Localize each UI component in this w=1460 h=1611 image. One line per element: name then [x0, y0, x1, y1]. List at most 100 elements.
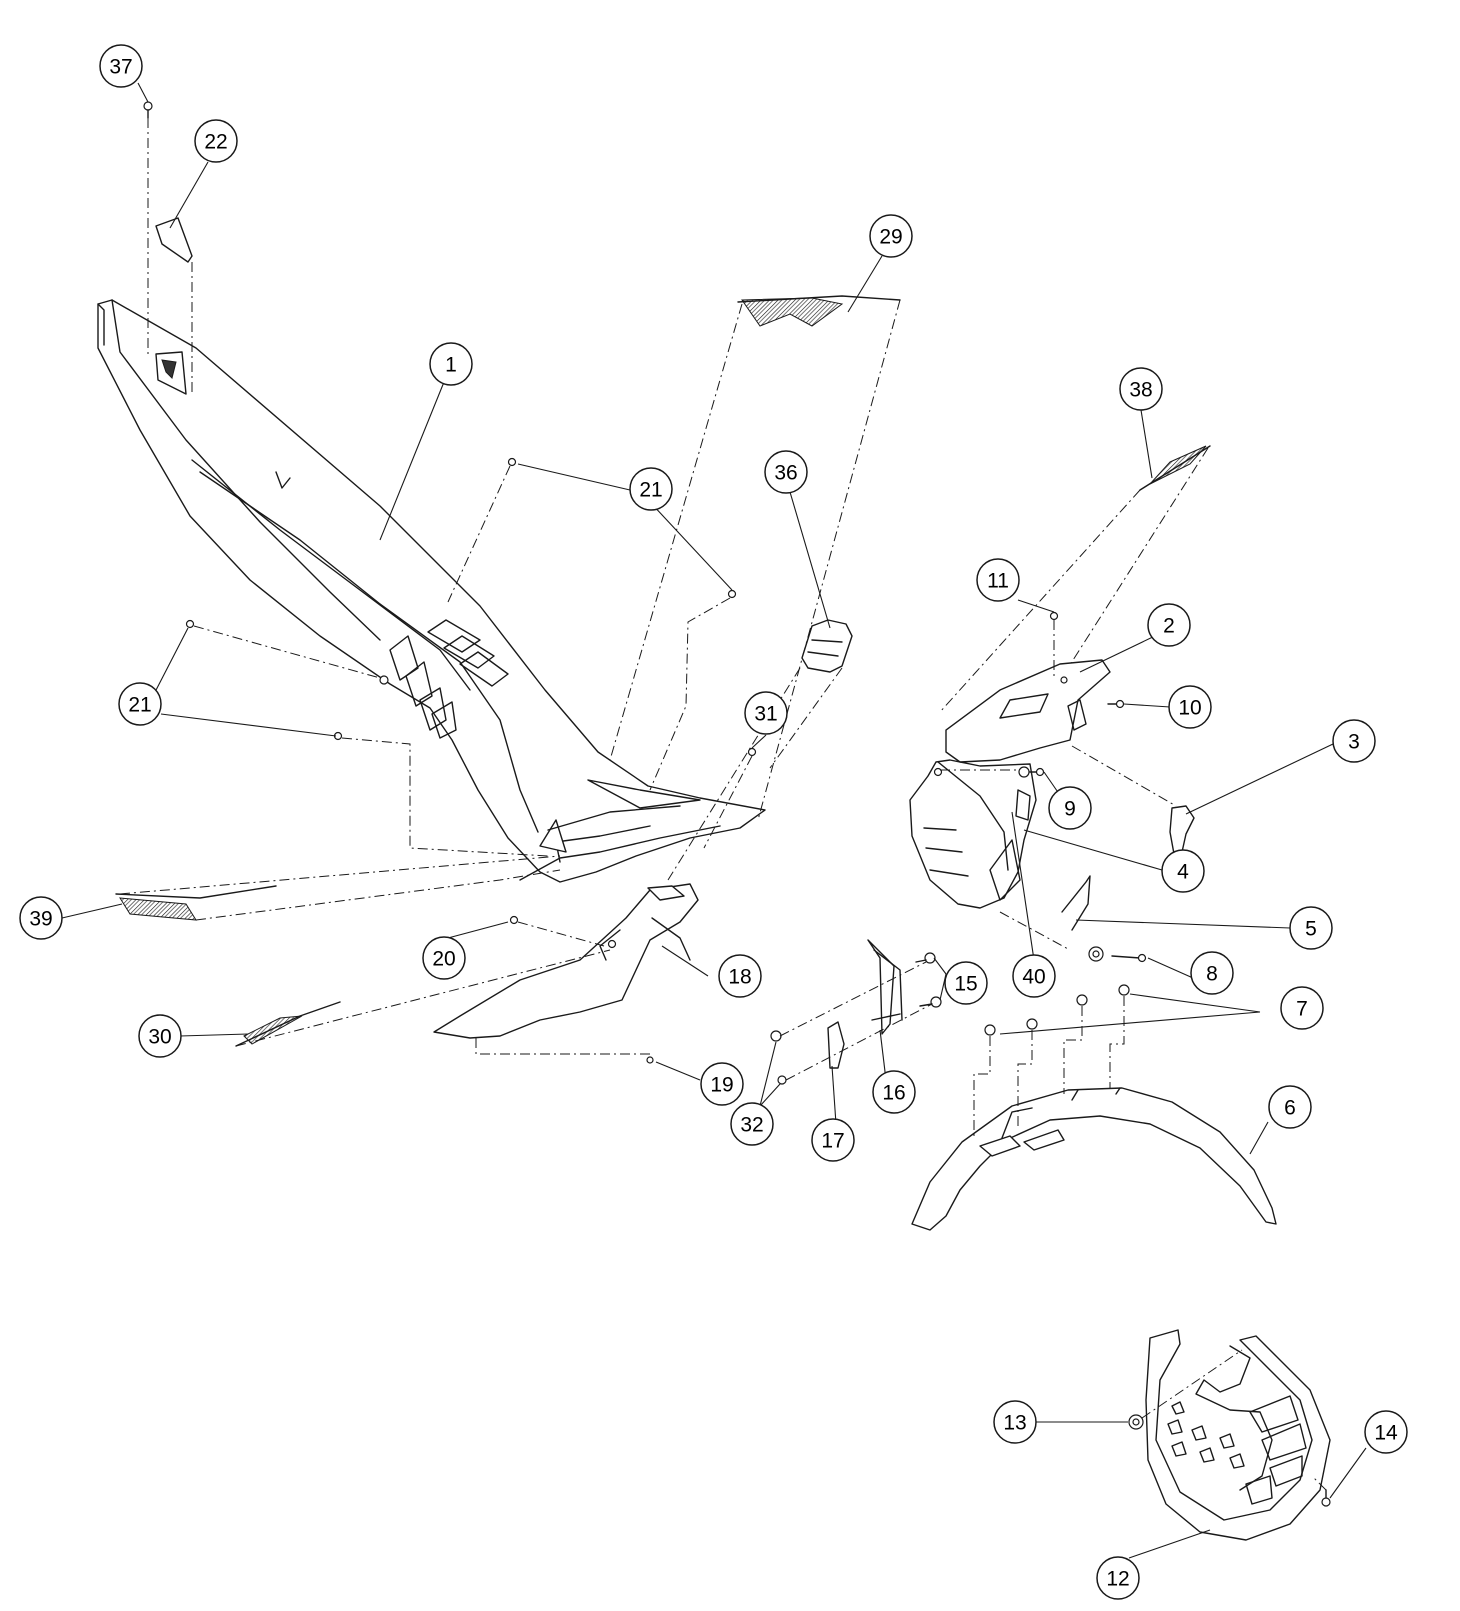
callout-40: 40 [1012, 954, 1056, 998]
dash-15-a [779, 961, 927, 1037]
callout-20: 20 [422, 936, 466, 980]
callout-32: 32 [730, 1102, 774, 1146]
part-2-bracket [945, 659, 1111, 763]
callout-label: 10 [1178, 697, 1201, 720]
callout-8: 8 [1190, 951, 1234, 995]
dash-14 [1313, 1477, 1327, 1491]
callout-29: 29 [869, 214, 913, 258]
callout-label: 21 [639, 479, 662, 502]
part-12-disc-guard [1145, 1329, 1331, 1541]
callout-label: 30 [148, 1026, 171, 1049]
callout-label: 14 [1374, 1422, 1398, 1445]
callout-label: 13 [1003, 1412, 1026, 1435]
callout-label: 1 [445, 354, 457, 377]
dash-21-upper-b [649, 597, 731, 791]
part-14-screw [1321, 1489, 1331, 1507]
leader-lines [61, 82, 1367, 1559]
callout-11: 11 [976, 558, 1020, 602]
callout-10: 10 [1168, 685, 1212, 729]
callout-16: 16 [872, 1070, 916, 1114]
callout-label: 16 [882, 1082, 905, 1105]
callout-37: 37 [99, 44, 143, 88]
callout-4: 4 [1161, 849, 1205, 893]
part-13-nut [1128, 1414, 1144, 1430]
dash-21-lower-b [341, 737, 549, 857]
dash-7-b [1017, 1030, 1033, 1130]
part-7-bolts [984, 984, 1130, 1036]
callout-22: 22 [194, 119, 238, 163]
callout-6: 6 [1268, 1085, 1312, 1129]
callout-21-upper: 21 [629, 467, 673, 511]
dash-19 [475, 1038, 652, 1055]
callout-9: 9 [1048, 786, 1092, 830]
callout-label: 4 [1177, 861, 1189, 884]
callout-label: 9 [1064, 798, 1076, 821]
dash-13 [1141, 1349, 1243, 1419]
callout-label: 18 [728, 966, 751, 989]
callout-label: 39 [29, 908, 52, 931]
part-31-screw [747, 747, 757, 757]
callout-label: 22 [204, 131, 227, 154]
callout-label: 8 [1206, 963, 1218, 986]
callout-21-lower: 21 [118, 682, 162, 726]
dash-39-a [119, 855, 561, 895]
callout-label: 19 [710, 1074, 733, 1097]
part-20-screw [509, 915, 519, 925]
callout-1: 1 [429, 342, 473, 386]
callout-label: 12 [1106, 1568, 1129, 1591]
dash-15-b [785, 1003, 933, 1081]
dash-21-upper-a [447, 465, 511, 603]
part-36-grommet [801, 619, 853, 673]
part-16-bracket [867, 939, 903, 1035]
callout-label: 21 [128, 694, 151, 717]
callout-14: 14 [1364, 1410, 1408, 1454]
dash-20 [517, 921, 605, 947]
callout-label: 11 [987, 570, 1009, 593]
part-30-trim [235, 1001, 341, 1047]
callout-label: 15 [954, 973, 977, 996]
callout-label: 17 [821, 1130, 844, 1153]
callout-18: 18 [718, 954, 762, 998]
part-3-clip [1169, 805, 1195, 855]
callout-label: 31 [754, 703, 777, 726]
part-19-screw [646, 1056, 654, 1064]
part-8-40-washer-screw [1088, 946, 1147, 963]
callout-36: 36 [764, 450, 808, 494]
part-10-screw [1107, 699, 1125, 709]
callout-label: 40 [1022, 966, 1045, 989]
part-37-screw [143, 101, 153, 119]
callout-15: 15 [944, 961, 988, 1005]
callout-label: 38 [1129, 379, 1152, 402]
callout-label: 7 [1296, 998, 1308, 1021]
dash-29-right [757, 299, 901, 821]
dash-5 [999, 911, 1071, 951]
part-21-upper-screws [507, 457, 737, 599]
callout-label: 20 [432, 948, 455, 971]
callout-38: 38 [1119, 367, 1163, 411]
part-5-clip [1061, 875, 1091, 931]
part-18-lower-panel [433, 883, 699, 1039]
callout-5: 5 [1289, 906, 1333, 950]
part-11-screw [1049, 611, 1059, 621]
callout-39: 39 [19, 896, 63, 940]
part-6-front-fender [911, 1087, 1277, 1231]
dash-31 [703, 755, 753, 849]
part-17-clip [827, 1021, 845, 1069]
callout-label: 2 [1163, 615, 1175, 638]
part-1-side-panel [97, 299, 766, 883]
callout-label: 3 [1348, 731, 1360, 754]
part-4-inner-panel [909, 759, 1037, 909]
callout-12: 12 [1096, 1556, 1140, 1600]
callout-2: 2 [1147, 603, 1191, 647]
dash-7-d [1109, 996, 1125, 1088]
callout-label: 5 [1305, 918, 1317, 941]
callout-label: 36 [774, 462, 797, 485]
dash-21-lower-a [193, 625, 381, 679]
dash-30 [235, 949, 611, 1047]
part-29-upper-trim [737, 295, 901, 327]
part-39-lower-trim [115, 885, 277, 921]
dash-7-a [973, 1036, 991, 1140]
part-22-emblem [155, 217, 193, 263]
dash-38-b [1053, 447, 1209, 691]
callout-3: 3 [1332, 719, 1376, 763]
